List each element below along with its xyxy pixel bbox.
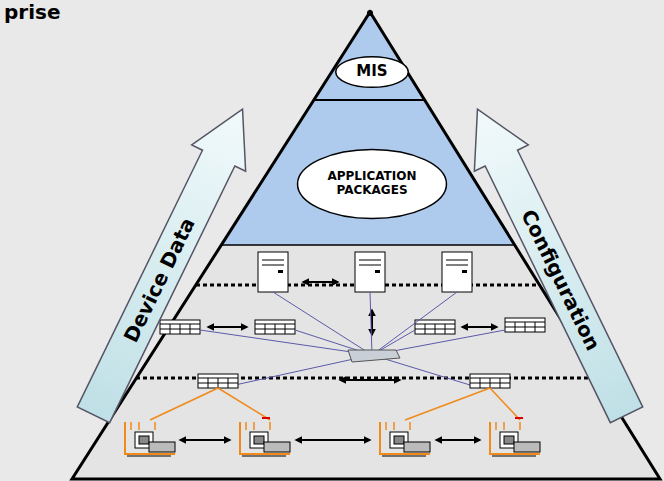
- node-label: Device Data: [119, 214, 199, 346]
- configuration-arrow: Configuration: [451, 96, 654, 428]
- node-label: APPLICATION PACKAGES: [322, 170, 423, 198]
- application-ellipse: APPLICATION PACKAGES: [296, 148, 448, 220]
- heading-fragment: prise: [4, 0, 61, 24]
- node-label: Configuration: [517, 206, 605, 354]
- mis-ellipse: MIS: [335, 56, 409, 88]
- node-label: MIS: [356, 63, 387, 80]
- device-data-arrow: Device Data: [67, 96, 270, 428]
